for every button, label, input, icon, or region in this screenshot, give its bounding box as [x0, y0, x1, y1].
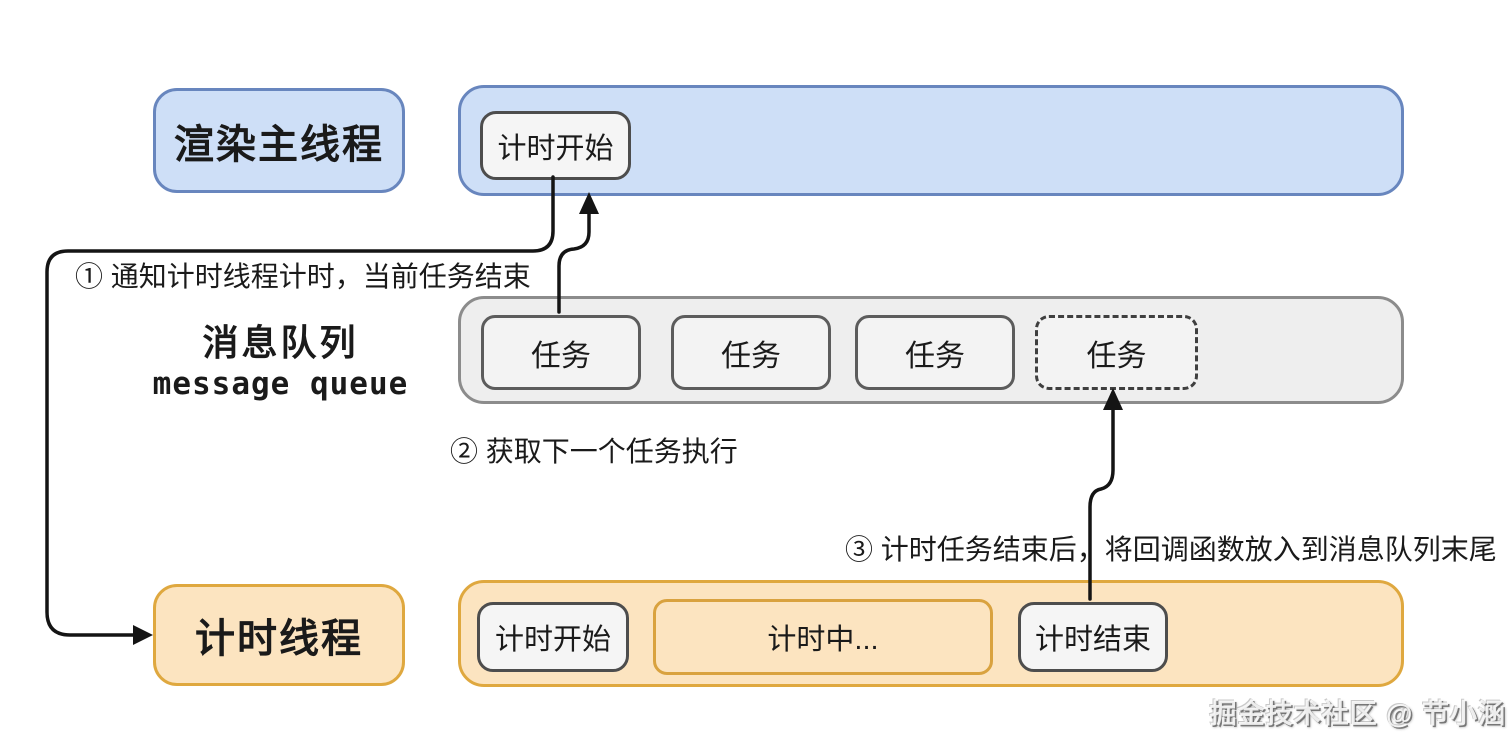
- render-thread-label-box: 渲染主线程: [153, 88, 405, 193]
- timer-running-label: 计时中...: [767, 624, 879, 656]
- timer-running-chip: 计时中...: [653, 599, 993, 675]
- timer-start-label: 计时开始: [494, 624, 611, 656]
- message-queue-track: 任务 任务 任务 任务: [458, 296, 1404, 404]
- arrow-step1-notify-timer: [45, 175, 555, 637]
- timing-start-chip-top: 计时开始: [480, 111, 631, 180]
- render-thread-track: 计时开始: [458, 85, 1404, 196]
- timer-end-chip: 计时结束: [1018, 602, 1168, 672]
- queue-task-3-label: 任务: [905, 339, 965, 373]
- arrow-step3-enqueue-callback: [1088, 404, 1115, 601]
- annotation-step1: ① 通知计时线程计时，当前任务结束: [75, 261, 531, 292]
- timer-thread-track: 计时开始 计时中... 计时结束: [458, 580, 1404, 687]
- queue-caption: 消息队列 message queue: [108, 320, 453, 404]
- arrow-step1-head: [133, 625, 153, 645]
- queue-task-2-label: 任务: [721, 339, 781, 373]
- queue-task-4-pending: 任务: [1035, 315, 1198, 390]
- queue-task-3: 任务: [855, 315, 1015, 390]
- queue-caption-cn: 消息队列: [202, 322, 359, 363]
- queue-task-2: 任务: [671, 315, 831, 390]
- timer-start-chip: 计时开始: [477, 602, 629, 672]
- timer-thread-label: 计时线程: [195, 617, 363, 661]
- annotation-step3: ③ 计时任务结束后，将回调函数放入到消息队列末尾: [845, 534, 1497, 565]
- render-thread-label: 渲染主线程: [174, 122, 384, 167]
- timer-thread-label-box: 计时线程: [153, 584, 405, 686]
- timer-end-label: 计时结束: [1034, 624, 1151, 656]
- annotation-step2: ② 获取下一个任务执行: [450, 436, 738, 467]
- queue-task-4-label: 任务: [1086, 339, 1147, 373]
- queue-task-1: 任务: [481, 315, 641, 390]
- timing-start-label-top: 计时开始: [497, 132, 614, 165]
- queue-task-1-label: 任务: [531, 339, 591, 373]
- queue-caption-en: message queue: [152, 366, 409, 402]
- watermark: 掘金技术社区 @ 节小涵: [1209, 699, 1506, 729]
